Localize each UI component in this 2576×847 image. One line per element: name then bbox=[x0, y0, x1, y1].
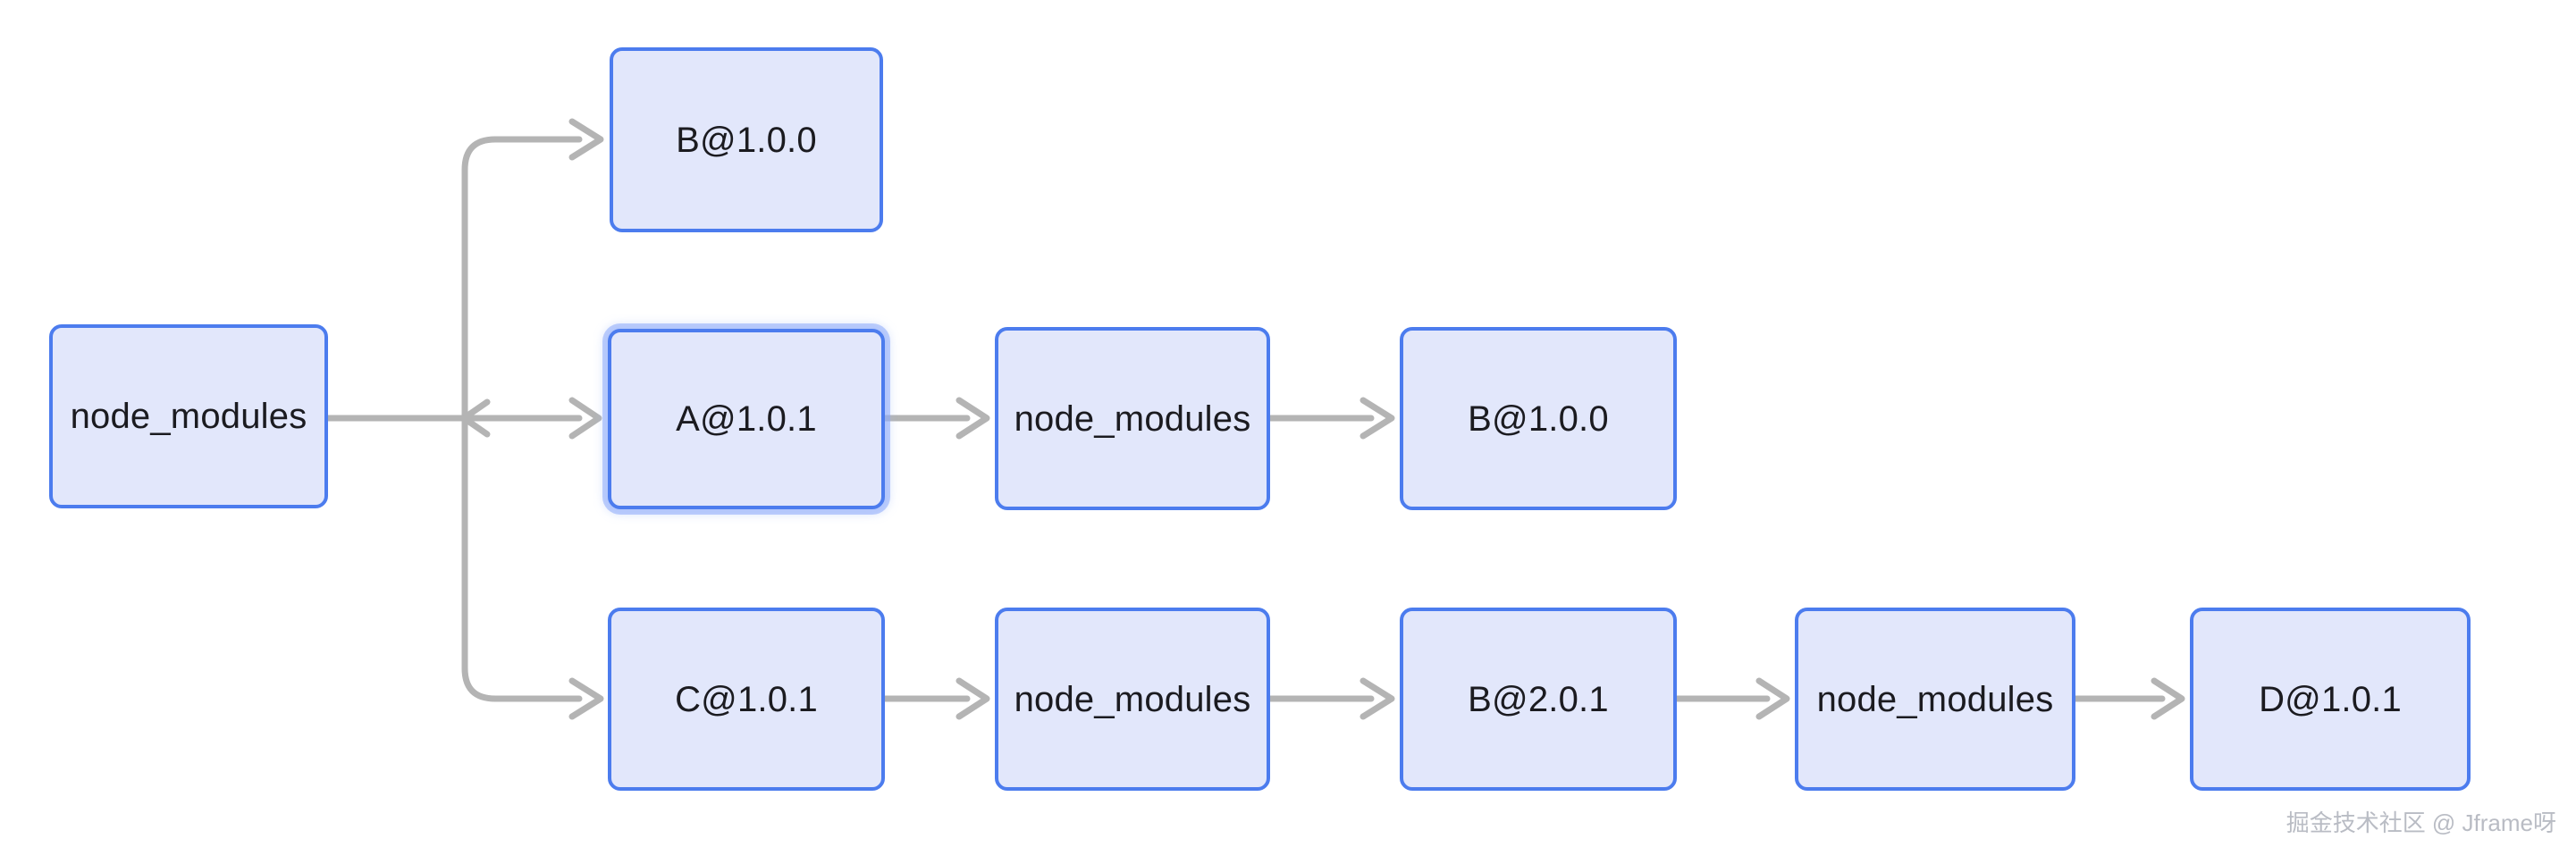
node-label: A@1.0.1 bbox=[676, 399, 817, 439]
node-label: B@2.0.1 bbox=[1468, 679, 1609, 719]
node-label: node_modules bbox=[1014, 398, 1251, 439]
arrowhead-nm-bot1 bbox=[955, 677, 990, 720]
arrowhead-a101 bbox=[568, 397, 602, 440]
arrowhead-b100-mid bbox=[1360, 397, 1395, 440]
watermark-text: 掘金技术社区 @ Jframe呀 bbox=[2286, 809, 2556, 836]
node-a-1-0-1[interactable]: A@1.0.1 bbox=[608, 329, 885, 509]
node-node-modules-bottom-1[interactable]: node_modules bbox=[995, 608, 1270, 791]
arrowhead-nm-mid bbox=[955, 397, 990, 440]
node-c-1-0-1[interactable]: C@1.0.1 bbox=[608, 608, 885, 791]
fork-junction-chevron bbox=[460, 398, 491, 438]
node-label: node_modules bbox=[1816, 679, 2054, 719]
arrowhead-nm-bot2 bbox=[1755, 677, 1790, 720]
edge-fork-to-b100-top bbox=[461, 136, 583, 422]
arrowhead-d101 bbox=[2151, 677, 2185, 720]
node-b-1-0-0-top[interactable]: B@1.0.0 bbox=[610, 47, 883, 232]
node-label: B@1.0.0 bbox=[1468, 398, 1609, 439]
arrowhead-c101 bbox=[568, 677, 604, 720]
edge-fork-to-c101 bbox=[461, 415, 583, 702]
node-label: node_modules bbox=[70, 397, 307, 436]
node-b-2-0-1[interactable]: B@2.0.1 bbox=[1400, 608, 1677, 791]
arrowhead-b100-top bbox=[568, 118, 604, 161]
node-node-modules-bottom-2[interactable]: node_modules bbox=[1795, 608, 2075, 791]
node-b-1-0-0-middle[interactable]: B@1.0.0 bbox=[1400, 327, 1677, 510]
arrowhead-b201 bbox=[1360, 677, 1395, 720]
node-label: D@1.0.1 bbox=[2259, 679, 2402, 719]
node-d-1-0-1[interactable]: D@1.0.1 bbox=[2190, 608, 2471, 791]
node-label: C@1.0.1 bbox=[675, 679, 818, 719]
node-root-node-modules[interactable]: node_modules bbox=[49, 324, 328, 508]
node-label: node_modules bbox=[1014, 679, 1251, 719]
node-label: B@1.0.0 bbox=[676, 120, 817, 160]
node-node-modules-middle[interactable]: node_modules bbox=[995, 327, 1270, 510]
